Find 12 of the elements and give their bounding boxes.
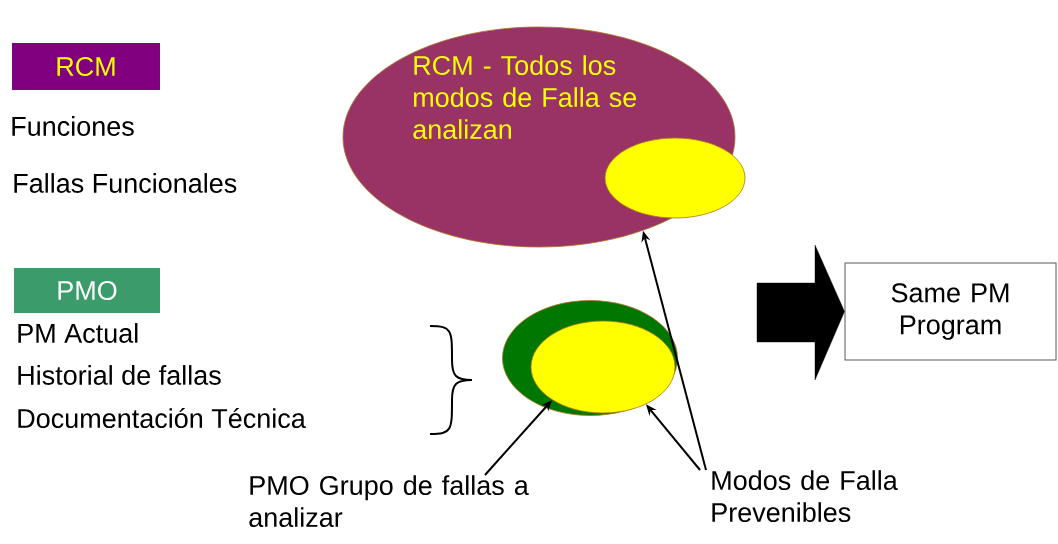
side-label: Historial de fallas: [18, 365, 221, 385]
side-label: Funciones: [12, 116, 134, 136]
label-box: PMO: [14, 268, 160, 313]
side-label: Documentación Técnica: [18, 407, 306, 429]
caption-text: PMO Grupo de fallas a analizar: [249, 475, 529, 528]
ellipse: [530, 320, 676, 414]
caption-text: Modos de Falla Prevenibles: [712, 470, 898, 523]
result-box: Same PM Program: [844, 262, 1057, 361]
ellipse: [604, 137, 746, 219]
side-label: Fallas Funcionales: [14, 173, 237, 193]
label-box: RCM: [12, 43, 160, 90]
block-arrow: [756, 244, 845, 381]
